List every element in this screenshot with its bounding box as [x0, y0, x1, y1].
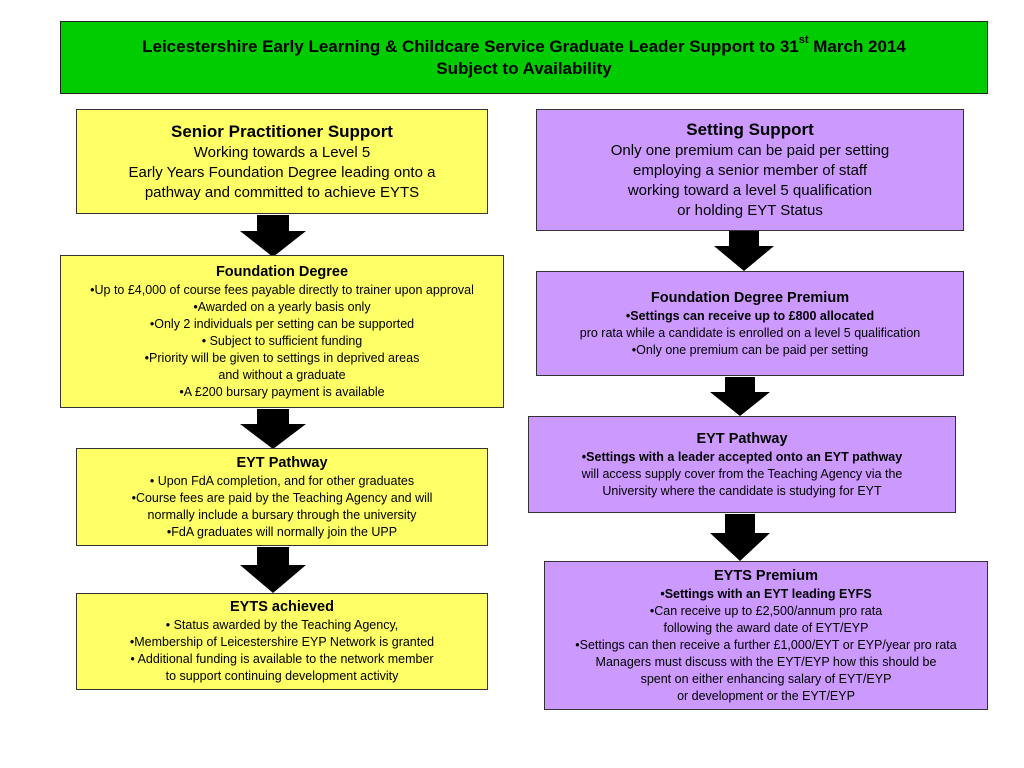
- eyts-premium-line: •Settings with an EYT leading EYFS: [660, 586, 872, 601]
- header-line-2: Subject to Availability: [436, 58, 612, 78]
- senior-practitioner-title: Senior Practitioner Support: [171, 121, 393, 141]
- eyts-premium-line: •Settings can then receive a further £1,…: [575, 637, 957, 652]
- eyts-achieved-line: to support continuing development activi…: [165, 669, 399, 683]
- diagram-header: Leicestershire Early Learning & Childcar…: [60, 21, 988, 94]
- eyt-pathway-left-box: EYT Pathway • Upon FdA completion, and f…: [76, 448, 488, 546]
- foundation-degree-line: •Up to £4,000 of course fees payable dir…: [90, 282, 474, 297]
- foundation-degree-premium-line: pro rata while a candidate is enrolled o…: [579, 325, 921, 340]
- down-arrow-icon: [240, 215, 306, 257]
- eyt-pathway-left-title: EYT Pathway: [236, 454, 328, 471]
- eyts-achieved-line: • Additional funding is available to the…: [130, 652, 434, 666]
- eyt-pathway-right-line: •Settings with a leader accepted onto an…: [581, 449, 903, 464]
- foundation-degree-line: • Subject to sufficient funding: [201, 333, 363, 348]
- eyt-pathway-right-box: EYT Pathway •Settings with a leader acce…: [528, 416, 956, 513]
- foundation-degree-line: •Priority will be given to settings in d…: [144, 350, 420, 365]
- eyt-pathway-left-line: •FdA graduates will normally join the UP…: [166, 524, 398, 539]
- eyt-pathway-right-line: University where the candidate is studyi…: [602, 483, 882, 498]
- senior-practitioner-line: pathway and committed to achieve EYTS: [144, 183, 420, 201]
- setting-support-line: Only one premium can be paid per setting: [610, 142, 890, 159]
- eyt-pathway-left-line: normally include a bursary through the u…: [147, 507, 417, 522]
- setting-support-line: working toward a level 5 qualification: [627, 182, 873, 199]
- eyts-premium-line: spent on either enhancing salary of EYT/…: [640, 671, 892, 686]
- eyts-achieved-line: • Status awarded by the Teaching Agency,: [165, 618, 399, 632]
- foundation-degree-premium-line: •Settings can receive up to £800 allocat…: [625, 308, 875, 323]
- header-line-1: Leicestershire Early Learning & Childcar…: [142, 33, 906, 56]
- down-arrow-icon: [240, 409, 306, 449]
- down-arrow-icon: [710, 514, 770, 561]
- foundation-degree-box: Foundation Degree •Up to £4,000 of cours…: [60, 255, 504, 408]
- foundation-degree-premium-box: Foundation Degree Premium •Settings can …: [536, 271, 964, 376]
- foundation-degree-line: •Only 2 individuals per setting can be s…: [149, 316, 415, 331]
- eyts-premium-line: Managers must discuss with the EYT/EYP h…: [595, 654, 937, 669]
- foundation-degree-premium-title: Foundation Degree Premium: [650, 289, 850, 306]
- down-arrow-icon: [714, 231, 774, 271]
- down-arrow-icon: [710, 377, 770, 416]
- foundation-degree-premium-line: •Only one premium can be paid per settin…: [631, 342, 869, 357]
- foundation-degree-title: Foundation Degree: [215, 263, 349, 280]
- eyts-achieved-box: EYTS achieved • Status awarded by the Te…: [76, 593, 488, 690]
- eyts-premium-title: EYTS Premium: [714, 567, 818, 584]
- foundation-degree-line: and without a graduate: [218, 367, 346, 382]
- senior-practitioner-line: Working towards a Level 5: [193, 143, 371, 161]
- senior-practitioner-line: Early Years Foundation Degree leading on…: [128, 163, 436, 181]
- eyts-premium-line: •Can receive up to £2,500/annum pro rata: [649, 603, 883, 618]
- senior-practitioner-box: Senior Practitioner Support Working towa…: [76, 109, 488, 214]
- eyt-pathway-right-title: EYT Pathway: [696, 430, 788, 447]
- foundation-degree-line: •Awarded on a yearly basis only: [193, 299, 371, 314]
- eyt-pathway-right-line: will access supply cover from the Teachi…: [581, 466, 903, 481]
- eyts-premium-box: EYTS Premium •Settings with an EYT leadi…: [544, 561, 988, 710]
- setting-support-line: or holding EYT Status: [677, 202, 823, 219]
- eyts-achieved-line: •Membership of Leicestershire EYP Networ…: [129, 635, 435, 649]
- eyts-premium-line: following the award date of EYT/EYP: [663, 620, 869, 635]
- foundation-degree-line: •A £200 bursary payment is available: [179, 384, 385, 399]
- eyt-pathway-left-line: •Course fees are paid by the Teaching Ag…: [131, 490, 433, 505]
- setting-support-line: employing a senior member of staff: [632, 162, 867, 179]
- eyts-premium-line: or development or the EYT/EYP: [677, 688, 855, 703]
- eyt-pathway-left-line: • Upon FdA completion, and for other gra…: [149, 473, 415, 488]
- setting-support-box: Setting Support Only one premium can be …: [536, 109, 964, 231]
- down-arrow-icon: [240, 547, 306, 593]
- eyts-achieved-title: EYTS achieved: [230, 599, 334, 615]
- setting-support-title: Setting Support: [686, 120, 814, 139]
